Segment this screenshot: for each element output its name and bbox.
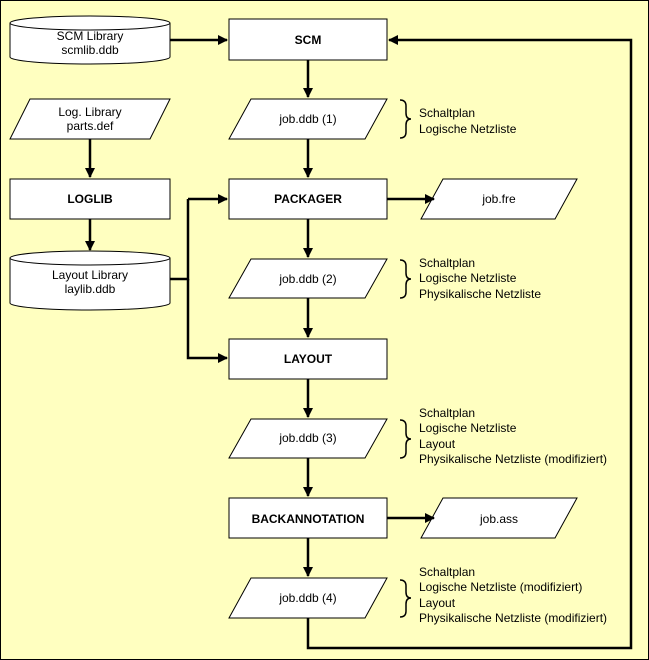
job-ddb-2-file: job.ddb (2) [228, 258, 388, 299]
job-ddb-4-file: job.ddb (4) [228, 577, 388, 619]
notes-job1: Schaltplan Logische Netzliste [419, 106, 517, 136]
note-job4-line: Schaltplan [419, 565, 475, 579]
note-job2-line: Physikalische Netzliste [419, 287, 541, 301]
log-library-input: Log. Library parts.def [9, 98, 171, 140]
connectors [85, 35, 633, 650]
layout-library-name: Layout Library [52, 268, 128, 282]
note-job4-line: Layout [419, 596, 456, 610]
backannotation-process-box: BACKANNOTATION [228, 497, 388, 539]
connector-layoutlibrary-branch [170, 199, 190, 281]
scm-library-database: SCM Library scmlib.ddb [9, 15, 171, 65]
log-library-file: parts.def [67, 119, 114, 133]
packager-process-label: PACKAGER [274, 192, 342, 206]
scm-library-name: SCM Library [57, 29, 124, 43]
job-ddb-2-label: job.ddb (2) [278, 272, 336, 286]
log-library-name: Log. Library [58, 105, 121, 119]
arrow-feedback-job4-to-scm [306, 35, 633, 650]
note-job3-line: Schaltplan [419, 406, 475, 420]
note-job2-line: Schaltplan [419, 256, 475, 270]
brace-job1 [399, 99, 412, 139]
note-job1-line: Logische Netzliste [419, 122, 517, 136]
job-ddb-3-label: job.ddb (3) [278, 431, 336, 445]
notes-job2: Schaltplan Logische Netzliste Physikalis… [419, 256, 541, 301]
backannotation-process-label: BACKANNOTATION [252, 512, 365, 526]
job-ass-file: job.ass [420, 497, 578, 539]
note-job3-line: Layout [419, 437, 456, 451]
job-fre-file: job.fre [420, 178, 578, 220]
note-job3-line: Logische Netzliste [419, 421, 517, 435]
arrow-layoutlibrary-to-layout [186, 279, 228, 363]
layout-library-database: Layout Library laylib.ddb [9, 250, 171, 311]
layout-process-label: LAYOUT [284, 352, 333, 366]
notes-job4: Schaltplan Logische Netzliste (modifizie… [419, 565, 607, 625]
job-ddb-1-label: job.ddb (1) [278, 112, 336, 126]
loglib-process-box: LOGLIB [9, 178, 171, 220]
notes-job3: Schaltplan Logische Netzliste Layout Phy… [419, 406, 607, 466]
scm-library-file: scmlib.ddb [61, 43, 119, 57]
note-job4-line: Physikalische Netzliste (modifiziert) [419, 611, 607, 625]
job-ass-label: job.ass [479, 512, 518, 526]
brace-job4 [399, 579, 412, 618]
note-job2-line: Logische Netzliste [419, 271, 517, 285]
brace-job3 [399, 419, 412, 459]
note-job3-line: Physikalische Netzliste (modifiziert) [419, 452, 607, 466]
scm-process-box: SCM [228, 18, 388, 61]
job-ddb-3-file: job.ddb (3) [228, 418, 388, 459]
job-ddb-4-label: job.ddb (4) [278, 591, 336, 605]
scm-process-label: SCM [295, 33, 322, 47]
layout-process-box: LAYOUT [228, 338, 388, 380]
packager-process-box: PACKAGER [228, 178, 388, 220]
note-job1-line: Schaltplan [419, 106, 475, 120]
layout-library-file: laylib.ddb [65, 282, 116, 296]
job-ddb-1-file: job.ddb (1) [228, 98, 388, 140]
job-fre-label: job.fre [481, 192, 516, 206]
brace-job2 [399, 259, 412, 299]
loglib-process-label: LOGLIB [67, 192, 113, 206]
note-job4-line: Logische Netzliste (modifiziert) [419, 580, 582, 594]
